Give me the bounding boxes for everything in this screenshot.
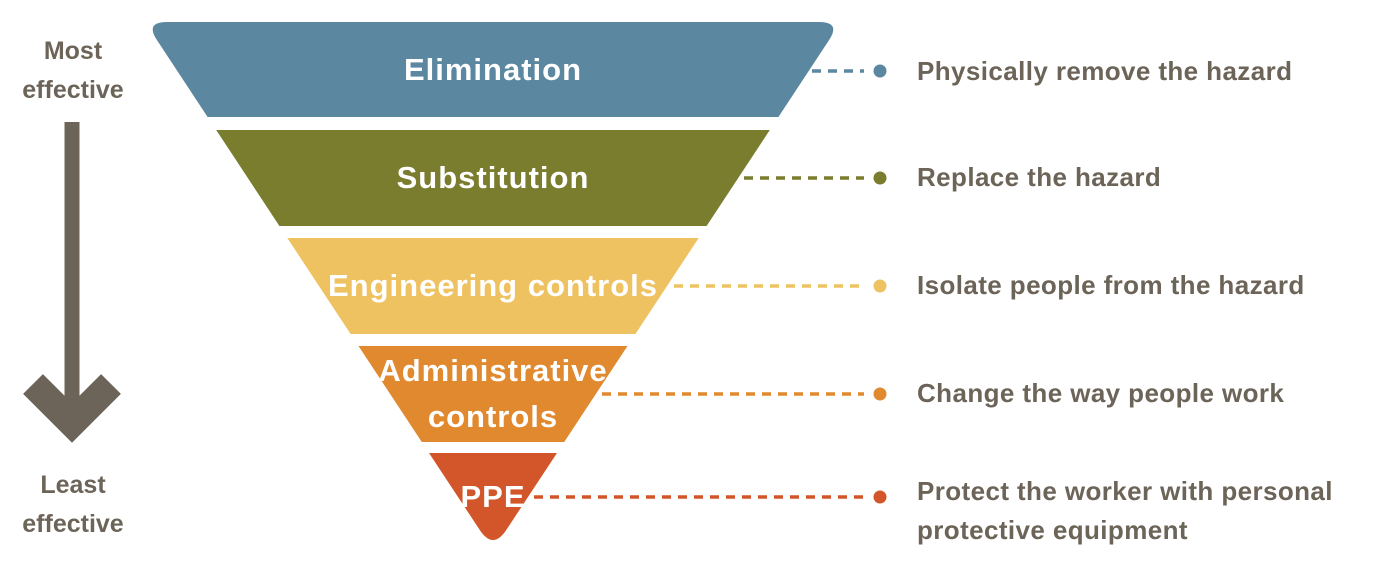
level-1-band-shape	[152, 22, 834, 117]
level-2-connector-dot	[873, 171, 887, 185]
level-1-connector-dot	[873, 64, 887, 78]
most-effective-label: Most effective	[22, 37, 124, 104]
level-2-description: Replace the hazard	[917, 162, 1162, 192]
level-5-band-shape	[429, 453, 557, 540]
level-5-description: Protect the worker with personal protect…	[917, 476, 1333, 545]
level-3-connector-dot	[873, 279, 887, 293]
level-4-description: Change the way people work	[917, 378, 1285, 408]
level-5-band-label: PPE	[460, 479, 526, 514]
least-effective-label: Least effective	[22, 471, 124, 538]
level-1-description: Physically remove the hazard	[917, 56, 1293, 86]
level-3-band-shape	[287, 238, 699, 334]
down-arrow-icon	[23, 374, 121, 443]
level-2-band-label: Substitution	[396, 160, 590, 195]
level-5-connector-dot	[873, 490, 887, 504]
level-4-connector-dot	[873, 387, 887, 401]
level-1-band-label: Elimination	[403, 52, 583, 87]
level-3-description: Isolate people from the hazard	[917, 270, 1305, 300]
level-4-band-shape	[358, 346, 628, 442]
level-2-band-shape	[216, 130, 770, 226]
level-3-band-label: Engineering controls	[327, 268, 659, 303]
level-4-band-label: Administrative controls	[378, 353, 608, 434]
